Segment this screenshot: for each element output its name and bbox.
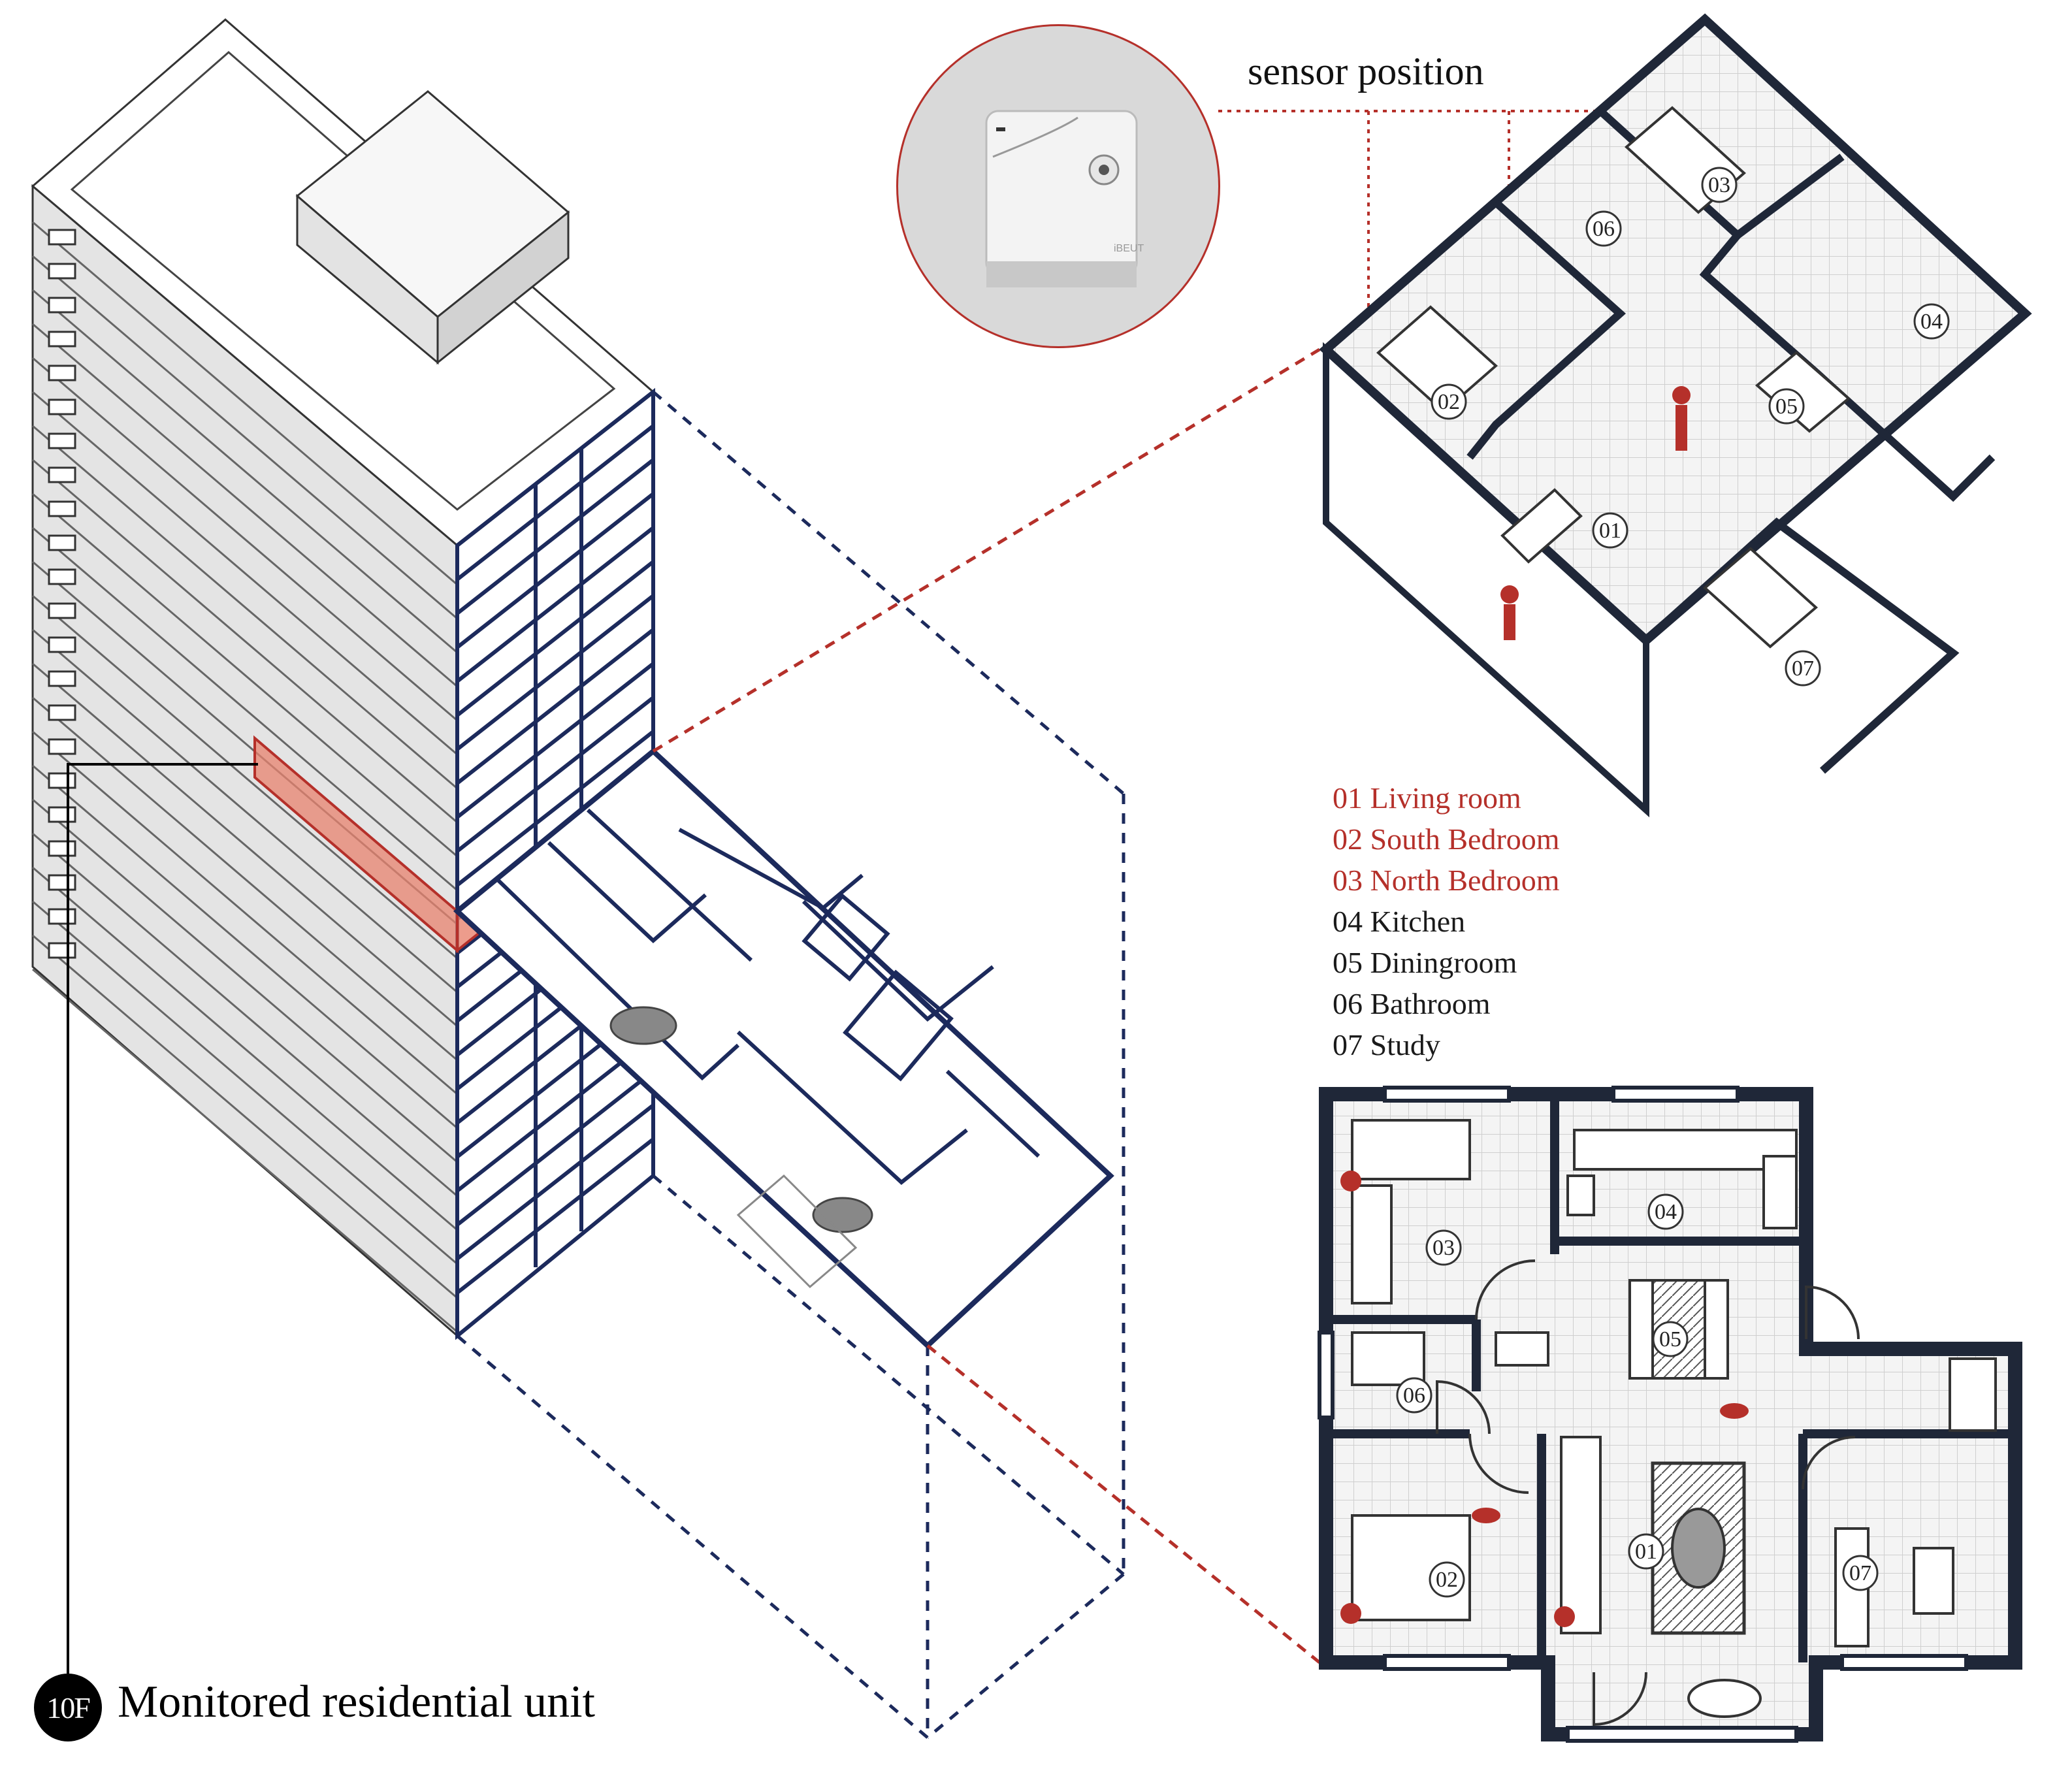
- room-tag-circle: [1701, 167, 1738, 203]
- room-tag: 02: [1436, 1568, 1458, 1592]
- room-tag: 06: [1593, 217, 1615, 241]
- roof-box: [295, 90, 570, 365]
- room-tag: 04: [1920, 310, 1943, 334]
- room-tag-circle: [1785, 650, 1821, 687]
- legend-item: 05 Diningroom: [1333, 946, 1517, 979]
- room-tag-circle: [1592, 512, 1628, 549]
- room-tag: 07: [1849, 1561, 1871, 1585]
- room-tag-circle: [1425, 1229, 1462, 1266]
- occupant-figures: [1500, 386, 1691, 640]
- room-tag: 03: [1433, 1236, 1455, 1260]
- projection-dashed-box: [456, 391, 1125, 1739]
- sensor-leader-drops: [1367, 111, 1510, 490]
- room-tag-circle: [1652, 1321, 1689, 1357]
- room-tag-circle: [1585, 210, 1622, 247]
- room-tag: 01: [1635, 1540, 1657, 1564]
- legend-item: 03 North Bedroom: [1333, 864, 1560, 897]
- room-tag-circle: [1431, 383, 1467, 420]
- room-tag-circle: [1647, 1193, 1684, 1230]
- apartment-plan: 01 02 03 04 05 06 07: [1318, 1086, 2022, 1743]
- room-tag: 07: [1792, 656, 1814, 681]
- floor-plate-isometric: [453, 747, 1114, 1350]
- room-tag: 04: [1655, 1200, 1677, 1224]
- sensor-photo: iBEUT: [896, 24, 1220, 348]
- zoom-leader-lines: [652, 348, 1321, 1664]
- sensor-dots-plan: [1340, 1171, 1575, 1627]
- iso-room-tags: 01 02 03 04 05 06 07: [1431, 167, 1950, 687]
- room-tag-circle: [1429, 1561, 1465, 1598]
- legend-item: 01 Living room: [1333, 781, 1521, 815]
- room-tag-circle: [1396, 1377, 1433, 1414]
- room-tag: 02: [1438, 390, 1460, 414]
- room-tag: 03: [1708, 173, 1730, 197]
- plan-occupant-markers: [1472, 1403, 1749, 1523]
- room-legend: 01 Living room 02 South Bedroom 03 North B…: [1333, 777, 1560, 1065]
- sensor-position-label: sensor position: [1248, 50, 1484, 93]
- room-tag: 01: [1599, 519, 1621, 543]
- tower-isometric: [31, 18, 655, 1340]
- room-tag-circle: [1628, 1533, 1664, 1570]
- plan-room-tags: 01 02 03 04 05 06 07: [1396, 1193, 1879, 1598]
- facade-floors: [32, 221, 458, 1333]
- room-tag: 05: [1659, 1327, 1681, 1352]
- room-tag-circle: [1842, 1555, 1879, 1591]
- room-tag: 06: [1403, 1384, 1425, 1408]
- device-brand: iBEUT: [1114, 243, 1144, 254]
- legend-item: 02 South Bedroom: [1333, 822, 1560, 856]
- legend-item: 04 Kitchen: [1333, 905, 1466, 938]
- legend-item: 07 Study: [1333, 1028, 1440, 1061]
- room-tag-circle: [1913, 303, 1950, 340]
- room-tag-circle: [1768, 388, 1805, 425]
- floor-badge: 10F: [34, 1674, 102, 1741]
- caption-leader: [67, 763, 258, 1674]
- apartment-isometric: 01 02 03 04 05 06 07: [1319, 13, 2032, 818]
- legend-item: 06 Bathroom: [1333, 987, 1491, 1020]
- room-tag: 05: [1775, 395, 1798, 419]
- caption: Monitored residential unit: [118, 1677, 595, 1727]
